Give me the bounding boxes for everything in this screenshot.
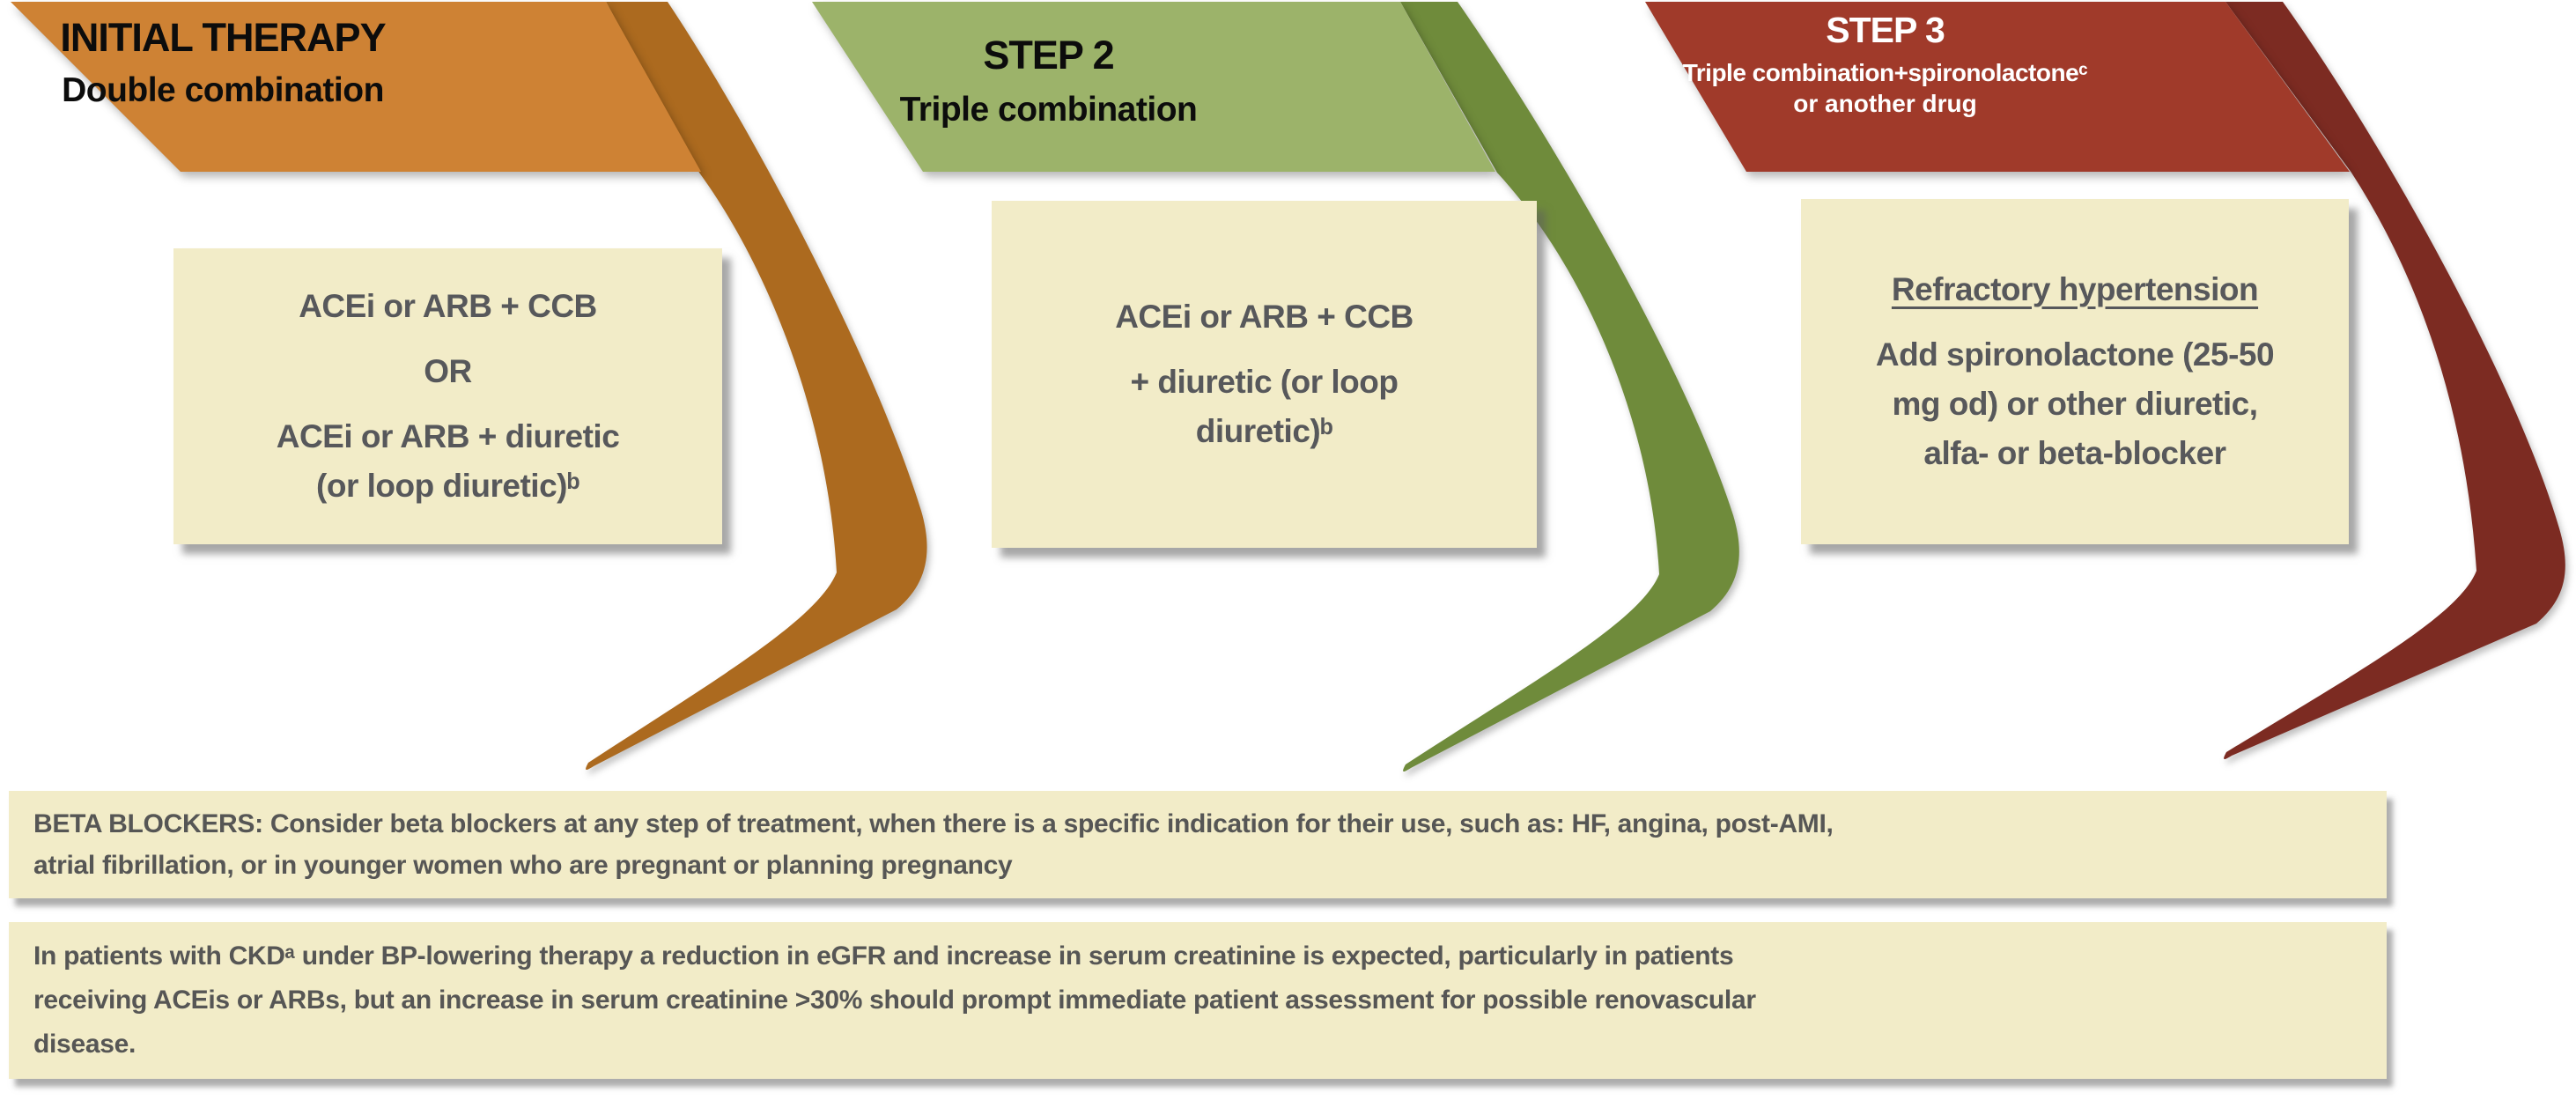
step1-drug-box: ACEi or ARB + CCB OR ACEi or ARB + diure… [173, 248, 722, 544]
step1-subtitle: Double combination [62, 71, 384, 110]
refractory-hypertension-heading: Refractory hypertension [1891, 271, 2259, 307]
step2-box-paragraph: ACEi or ARB + CCB [1115, 292, 1413, 342]
step2-banner-text: STEP 2 Triple combination [844, 33, 1253, 129]
step3-subtitle2: or another drug [1793, 90, 1977, 118]
arrows-graphic [11, 2, 2565, 772]
drug-line: ACEi or ARB + CCB [299, 288, 597, 324]
drug-line: ACEi or ARB + diuretic [276, 418, 620, 454]
drug-line: mg od) or other diuretic, [1892, 386, 2258, 422]
drug-line: + diuretic (or loop [1130, 364, 1399, 400]
step3-subtitle: Triple combination+spironolactoneᶜ [1682, 58, 2088, 86]
step1-box-paragraph: ACEi or ARB + CCB [299, 282, 597, 331]
step2-box-paragraph: + diuretic (or loop diuretic)ᵇ [1131, 358, 1399, 456]
step1-banner-shape [11, 2, 701, 172]
step2-swoosh-shape [1400, 2, 1739, 772]
step3-drug-box: Refractory hypertension Add spironolacto… [1801, 199, 2349, 544]
drug-line: Add spironolactone (25-50 [1875, 336, 2275, 373]
ckd-creatinine-note: In patients with CKDᵃ under BP-lowering … [9, 922, 2387, 1079]
drug-line: diuretic)ᵇ [1195, 413, 1333, 449]
note-line: In patients with CKDᵃ under BP-lowering … [33, 941, 1734, 971]
drug-line: ACEi or ARB + CCB [1115, 299, 1413, 335]
step3-title: STEP 3 [1826, 10, 1945, 50]
step1-banner-text: INITIAL THERAPY Double combination [16, 15, 430, 110]
step1-title: INITIAL THERAPY [60, 15, 386, 60]
step1-box-paragraph: ACEi or ARB + diuretic (or loop diuretic… [277, 412, 620, 511]
step3-banner-text: STEP 3 Triple combination+spironolactone… [1645, 10, 2125, 118]
note-line: receiving ACEis or ARBs, but an increase… [33, 986, 1756, 1015]
step3-banner-shape [1645, 2, 2350, 172]
step1-box-paragraph: OR [424, 347, 472, 396]
note-line: atrial fibrillation, or in younger women… [33, 851, 1013, 880]
drug-line: OR [424, 353, 472, 389]
beta-blockers-note: BETA BLOCKERS: Consider beta blockers at… [9, 791, 2387, 898]
step2-subtitle: Triple combination [899, 91, 1198, 129]
note-line: BETA BLOCKERS: Consider beta blockers at… [33, 809, 1834, 838]
drug-line: alfa- or beta-blocker [1923, 435, 2226, 471]
step2-banner-shape [812, 2, 1495, 172]
note-line: disease. [33, 1030, 137, 1059]
step3-box-paragraph: Add spironolactone (25-50 mg od) or othe… [1875, 330, 2275, 478]
step2-title: STEP 2 [983, 33, 1114, 78]
step3-swoosh-shape [2224, 2, 2565, 760]
step2-drug-box: ACEi or ARB + CCB + diuretic (or loop di… [992, 201, 1537, 548]
step1-swoosh-shape [586, 2, 927, 771]
drug-line: (or loop diuretic)ᵇ [316, 468, 579, 504]
